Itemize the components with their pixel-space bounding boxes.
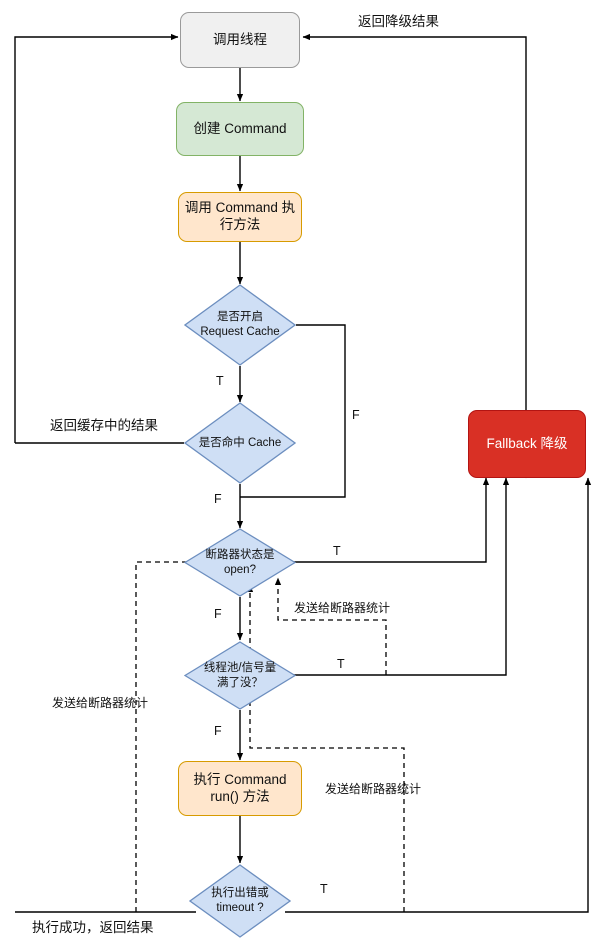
node-execute-run-method[interactable]: 执行 Command run() 方法 (178, 761, 302, 816)
node-invoke-command[interactable]: 调用 Command 执 行方法 (178, 192, 302, 242)
diamond-shape (184, 528, 296, 597)
diamond-shape (184, 641, 296, 710)
edge-poolfull-true-to-fallback (288, 477, 510, 676)
edge-breaker-true-to-fallback (281, 477, 490, 563)
node-request-cache-enabled[interactable]: 是否开启 Request Cache (184, 284, 296, 366)
edge-label-send-stats-right: 发送给断路器统计 (325, 782, 422, 796)
edge-left-return-rail (14, 33, 179, 443)
edge-label-return-degraded: 返回降级结果 (358, 14, 439, 29)
edge-stats-right-dashed (246, 584, 405, 912)
edge-label-send-stats-left: 发送给断路器统计 (52, 696, 149, 710)
node-circuit-breaker-open[interactable]: 断路器状态是 open? (184, 528, 296, 597)
edge-reqcache-false-to-breaker (240, 324, 346, 498)
edge-label-success-return: 执行成功，返回结果 (32, 920, 154, 935)
node-calling-thread-label: 调用线程 (213, 31, 267, 47)
node-cache-hit[interactable]: 是否命中 Cache (184, 402, 296, 484)
edge-stats-mid-dashed (274, 577, 387, 675)
edge-stats-left-dashed (135, 558, 201, 912)
node-execute-run-method-label: 执行 Command run() 方法 (193, 771, 287, 804)
edge-label-poolfull-true: T (337, 657, 345, 671)
node-invoke-command-label: 调用 Command 执 行方法 (184, 200, 296, 232)
edge-label-breaker-false: F (214, 607, 222, 621)
node-calling-thread[interactable]: 调用线程 (180, 12, 300, 68)
node-fallback[interactable]: Fallback 降级 (468, 410, 586, 478)
edge-label-return-cached: 返回缓存中的结果 (50, 418, 158, 433)
diamond-shape (184, 284, 296, 366)
node-error-or-timeout[interactable]: 执行出错或 timeout ? (189, 864, 291, 938)
edge-label-breaker-true: T (333, 544, 341, 558)
diamond-shape (184, 402, 296, 484)
diamond-shape (189, 864, 291, 938)
edge-label-hitcache-false: F (214, 492, 222, 506)
node-create-command[interactable]: 创建 Command (176, 102, 304, 156)
edge-label-poolfull-false: F (214, 724, 222, 738)
edge-fallback-to-thread (302, 33, 527, 410)
edge-errortime-true-to-fallback (285, 477, 592, 913)
edge-label-reqcache-true: T (216, 374, 224, 388)
edge-label-reqcache-false: F (352, 408, 360, 422)
node-create-command-label: 创建 Command (193, 120, 287, 136)
edge-label-errortime-true: T (320, 882, 328, 896)
edge-label-send-stats-mid: 发送给断路器统计 (294, 601, 391, 615)
node-fallback-label: Fallback 降级 (486, 435, 568, 451)
node-pool-or-semaphore-full[interactable]: 线程池/信号量 满了没？ (184, 641, 296, 710)
